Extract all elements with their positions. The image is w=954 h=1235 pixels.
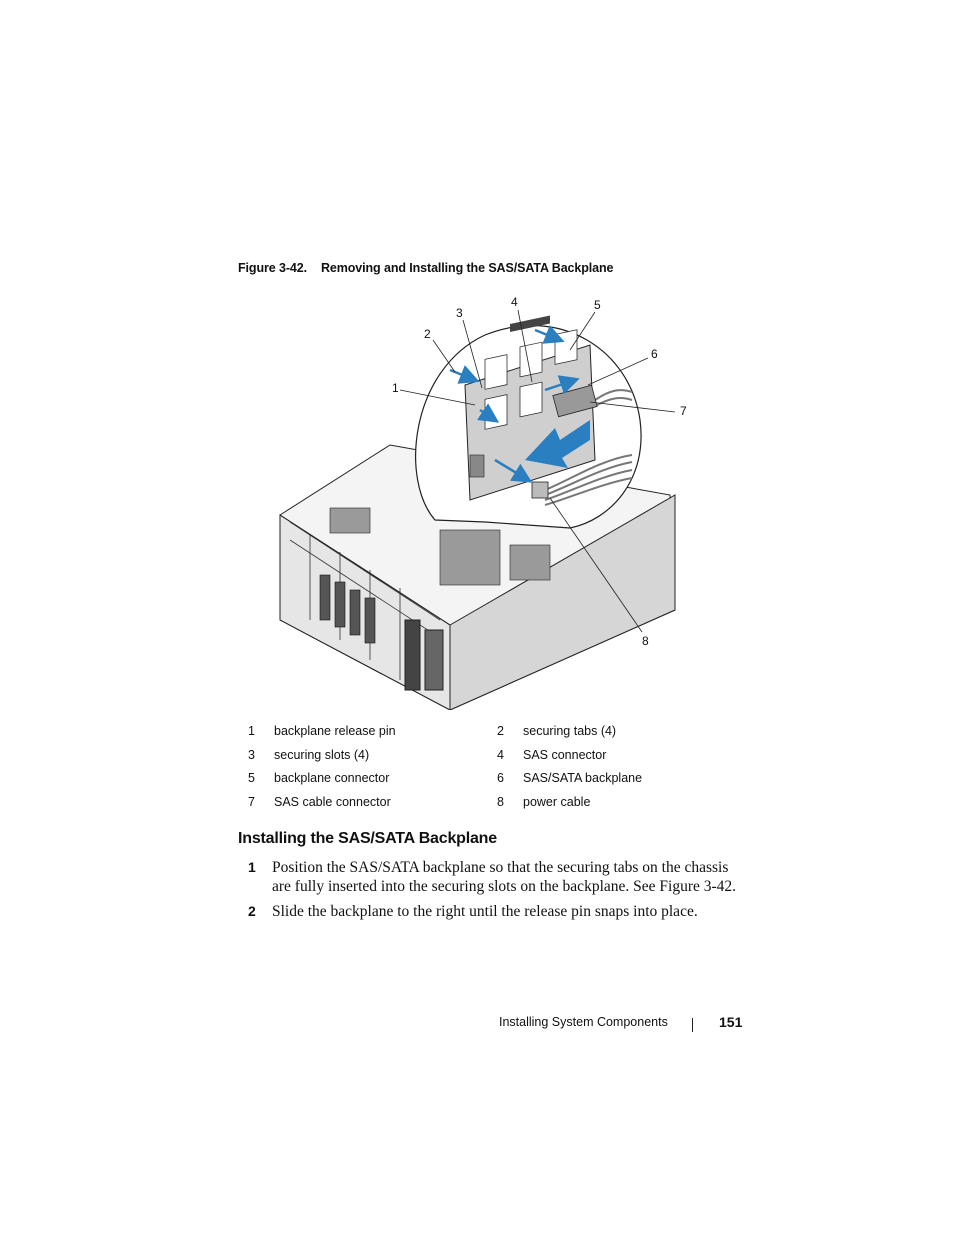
- page-number: 151: [719, 1014, 743, 1030]
- legend-label: SAS/SATA backplane: [523, 771, 643, 785]
- legend-label: SAS cable connector: [274, 794, 391, 809]
- legend-row: 5 backplane connector 6 SAS/SATA backpla…: [248, 771, 718, 795]
- figure-title: Removing and Installing the SAS/SATA Bac…: [320, 261, 614, 275]
- legend-number: 1: [248, 724, 255, 738]
- legend-number: 7: [248, 794, 255, 809]
- step-number: 2: [248, 903, 256, 919]
- legend-row: 7 SAS cable connector 8 power cable: [248, 795, 718, 819]
- figure-legend: 1 backplane release pin 2 securing tabs …: [248, 724, 718, 818]
- footer-separator: [692, 1018, 693, 1032]
- backplane-illustration: 1 2 3 4 5 6 7 8: [279, 295, 687, 710]
- legend-row: 3 securing slots (4) 4 SAS connector: [248, 748, 718, 772]
- callout-6: 6: [651, 347, 658, 361]
- legend-number: 6: [497, 771, 504, 785]
- callout-2: 2: [424, 327, 431, 341]
- footer-section-name: Installing System Components: [499, 1015, 668, 1029]
- legend-row: 1 backplane release pin 2 securing tabs …: [248, 724, 718, 748]
- legend-label: backplane release pin: [274, 724, 396, 738]
- legend-label: securing slots (4): [274, 747, 370, 762]
- callout-7: 7: [680, 404, 687, 418]
- legend-label: power cable: [523, 794, 591, 809]
- callout-8: 8: [642, 634, 649, 648]
- callout-3: 3: [456, 306, 463, 320]
- legend-number: 2: [497, 724, 504, 738]
- callout-4: 4: [511, 295, 518, 309]
- legend-number: 3: [248, 747, 255, 762]
- callout-1: 1: [392, 381, 399, 395]
- legend-number: 5: [248, 771, 255, 785]
- legend-label: backplane connector: [274, 771, 390, 785]
- step-number: 1: [248, 859, 256, 875]
- legend-number: 4: [497, 747, 504, 762]
- legend-label: securing tabs (4): [523, 724, 617, 738]
- figure-caption: Figure 3-42. Removing and Installing the …: [238, 261, 614, 275]
- magnified-view: [415, 315, 642, 529]
- step-text: Position the SAS/SATA backplane so that …: [272, 859, 737, 895]
- legend-label: SAS connector: [523, 747, 607, 762]
- figure-number: Figure 3-42.: [238, 261, 307, 275]
- legend-number: 8: [497, 794, 504, 809]
- callout-5: 5: [594, 298, 601, 312]
- step-text: Slide the backplane to the right until t…: [272, 903, 698, 920]
- section-title: Installing the SAS/SATA Backplane: [238, 830, 497, 847]
